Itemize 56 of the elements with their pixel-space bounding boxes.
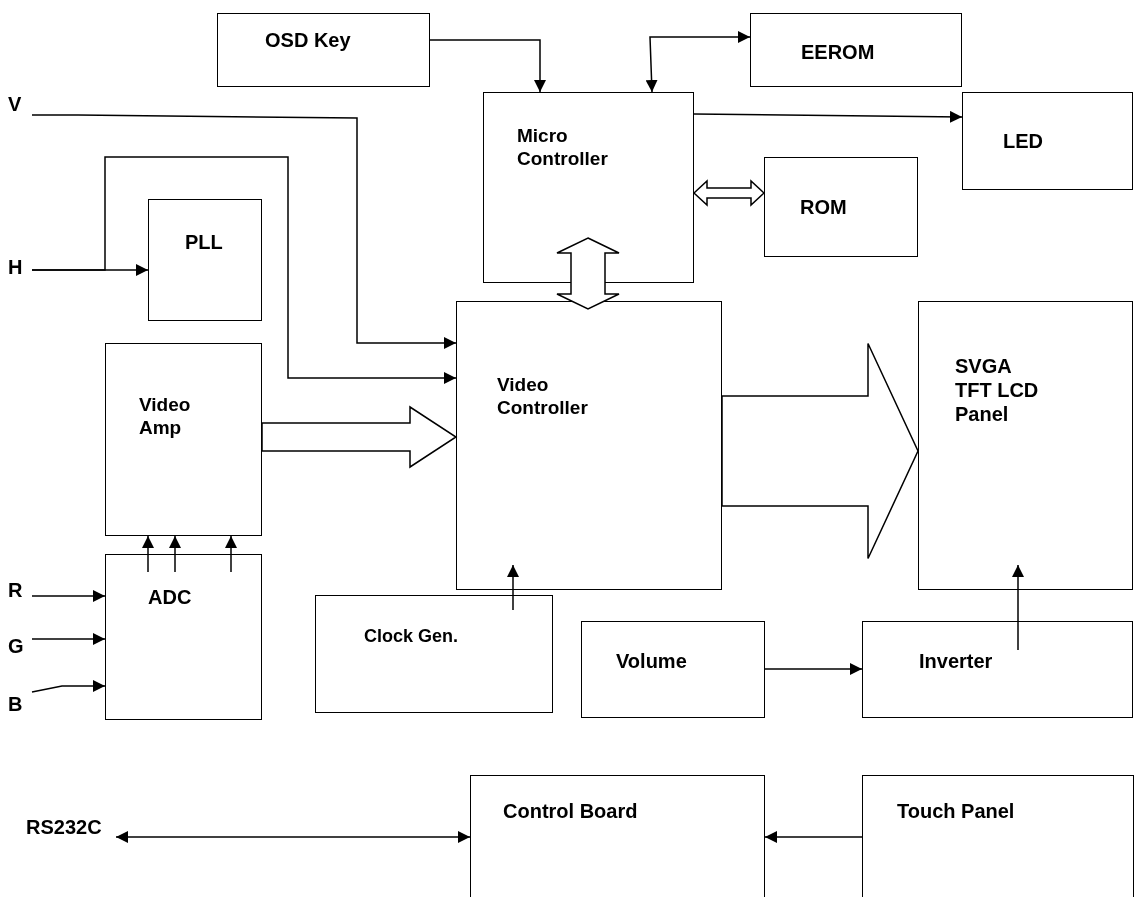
arrow <box>31 114 457 349</box>
block-label: ROM <box>800 195 847 219</box>
block-arrow <box>261 405 458 469</box>
block-box <box>105 554 262 720</box>
arrow <box>764 663 863 675</box>
block-label: Video Controller <box>497 374 589 420</box>
block-label: EEROM <box>801 40 875 64</box>
block-label: Micro Controller <box>517 125 609 171</box>
arrow <box>31 633 106 645</box>
arrow <box>115 831 471 843</box>
block-label: Control Board <box>503 799 638 823</box>
block-label: SVGA TFT LCD Panel <box>955 354 1040 426</box>
arrow <box>169 535 181 573</box>
signal-label: V <box>8 92 22 116</box>
block-box <box>962 92 1133 190</box>
block-label: OSD Key <box>265 28 351 52</box>
block-box <box>862 621 1133 718</box>
arrow <box>429 39 546 93</box>
block-box <box>581 621 765 718</box>
block-box <box>750 13 962 87</box>
block-box <box>456 301 722 590</box>
block-label: PLL <box>185 230 223 254</box>
block-box <box>483 92 694 283</box>
block-arrow <box>721 342 919 560</box>
block-box <box>470 775 765 897</box>
block-label: Volume <box>616 649 687 673</box>
arrow <box>31 156 457 384</box>
block-label: ADC <box>148 585 192 609</box>
arrow <box>693 110 963 123</box>
block-box <box>105 343 262 536</box>
block-box <box>217 13 430 87</box>
signal-label: G <box>8 634 24 658</box>
block-box <box>918 301 1133 590</box>
arrow <box>142 535 154 573</box>
arrow <box>31 590 106 602</box>
block-box <box>764 157 918 257</box>
arrow <box>31 680 106 693</box>
block-box <box>148 199 262 321</box>
block-label: Touch Panel <box>897 799 1015 823</box>
block-arrow <box>556 237 620 310</box>
block-box <box>315 595 553 713</box>
arrow <box>1012 564 1024 651</box>
arrow <box>225 535 237 573</box>
arrow <box>645 31 751 93</box>
arrow <box>764 831 863 843</box>
block-label: LED <box>1003 129 1043 153</box>
signal-label: R <box>8 578 23 602</box>
block-label: Inverter <box>919 649 993 673</box>
arrow <box>507 564 519 611</box>
signal-label: H <box>8 255 23 279</box>
port-label: RS232C <box>26 815 102 839</box>
block-box <box>862 775 1134 897</box>
block-label: Video Amp <box>139 394 192 440</box>
block-arrow <box>692 179 766 207</box>
signal-label: B <box>8 692 23 716</box>
block-label: Clock Gen. <box>364 626 459 648</box>
